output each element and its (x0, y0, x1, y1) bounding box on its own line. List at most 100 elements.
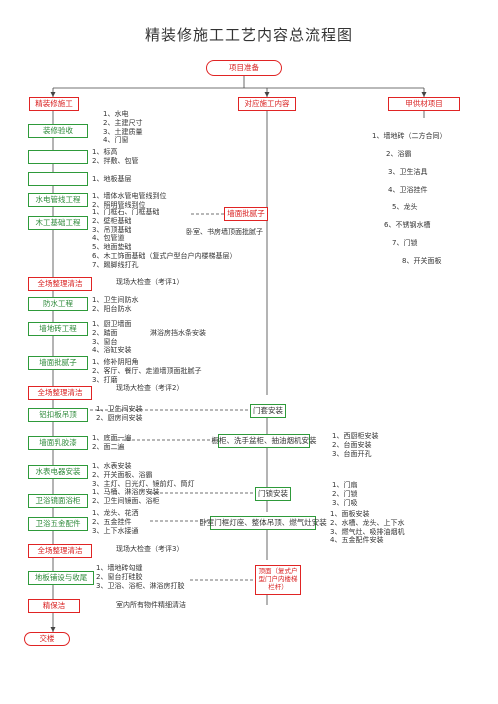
supply-item: 2、浴霸 (386, 149, 412, 158)
supply-item: 3、卫生洁具 (388, 167, 428, 176)
note: 1、马桶、淋浴房安装 (92, 488, 160, 497)
note: 2、开关面板、浴霸 (92, 470, 153, 479)
hardware-notes: 1、龙头、花洒 2、五金挂件 3、上下水接通 (92, 509, 138, 535)
note: 2、水槽、龙头、上下水 (330, 518, 405, 527)
middle-door-frame: 门套安装 (250, 404, 286, 418)
note: 2、踏面 (92, 328, 118, 337)
note: 1、面板安装 (330, 510, 370, 518)
note: 1、修补阴阳角 (92, 358, 139, 366)
step-fine-clean: 精保洁 (28, 599, 80, 613)
door-steps: 1、门扇 2、门锁 3、门吸 (332, 481, 357, 507)
note: 1、西厨柜安装 (332, 432, 379, 440)
note: 2、壁柜基础 (92, 216, 132, 225)
note: 1、标高 (92, 148, 118, 156)
note: 2、客厅、餐厅、走道墙顶面批腻子 (92, 366, 202, 375)
page-title: 精装修施工工艺内容总流程图 (144, 26, 353, 44)
note: 1、墙体水管电管线到位 (92, 192, 167, 200)
note: 2、面二遍 (92, 442, 125, 451)
step-ceiling: 铝扣板吊顶 (28, 408, 88, 422)
step-hardware: 卫浴五金配件 (28, 517, 88, 531)
supply-item: 8、开关面板 (402, 256, 442, 265)
waterproof-notes: 1、卫生间防水 2、阳台防水 (92, 296, 138, 314)
note: 3、主灯、日光灯、镜前灯、筒灯 (92, 479, 195, 488)
supply-item: 5、龙头 (392, 203, 418, 212)
note: 1、龙头、花洒 (92, 509, 139, 517)
note: 3、门吸 (332, 498, 358, 507)
note: 1、门框石、门框基础 (92, 208, 160, 216)
note: 2、阳台防水 (92, 304, 132, 313)
note: 7、踢脚线打孔 (92, 260, 139, 269)
note: 2、照明管线到位 (92, 200, 146, 209)
paint-notes: 1、底面一遍 2、面二遍 (92, 434, 131, 452)
note: 1、墙地砖勾缝 (96, 564, 143, 572)
note: 1、水电 (103, 110, 129, 118)
note: 1、卫生间安装 (96, 405, 143, 413)
inspection-1: 现场大检查（考评1） (116, 278, 184, 286)
branch-header-owner-supply: 甲供材项目 (388, 97, 460, 111)
supply-item: 6、不锈钢水槽 (384, 221, 431, 230)
note: 4、包管道 (92, 234, 125, 243)
step-3-notes: 1、地板基层 (92, 175, 131, 184)
note: 3、台面开孔 (332, 449, 372, 458)
note: 4、门窗 (103, 136, 129, 145)
note: 2、主建尺寸 (103, 118, 143, 127)
note: 6、木工饰面基础（复式户型台户内楼梯基层） (92, 251, 237, 260)
note: 3、燃气灶、吸排油烟机 (330, 527, 405, 536)
note: 3、卫浴、浴柜、淋浴房打胶 (96, 581, 185, 590)
ceiling-notes: 1、卫生间安装 2、厨房间安装 (96, 405, 142, 423)
note: 3、土建质量 (103, 127, 143, 136)
inspection-2: 现场大检查（考评2） (116, 384, 184, 392)
note: 2、门锁 (332, 489, 358, 498)
branch-header-construction: 精装修施工 (29, 97, 79, 111)
branch-header-content: 对应施工内容 (238, 97, 296, 111)
fixtures-notes: 1、水表安装 2、开关面板、浴霸 3、主灯、日光灯、镜前灯、筒灯 1、马桶、淋浴… (92, 462, 194, 506)
putty-notes: 1、修补阴阳角 2、客厅、餐厅、走道墙顶面批腻子 3、打磨 (92, 358, 201, 384)
middle-putty: 墙面批腻子 (224, 207, 268, 221)
step-fixtures: 水表电器安装 (28, 465, 88, 479)
cabinet-steps: 1、西厨柜安装 2、台面安装 3、台面开孔 (332, 432, 378, 458)
note: 2、窗台打硅胶 (96, 572, 143, 581)
middle-door-lock: 门锁安装 (255, 487, 291, 501)
plumbing-notes: 1、墙体水管电管线到位 2、照明管线到位 (92, 192, 166, 210)
step-clean-2: 全场整理清洁 (28, 386, 92, 400)
note: 1、门扇 (332, 481, 358, 489)
note: 1、地板基层 (92, 175, 132, 183)
owner-supply-list: 1、墙地砖（二方合同） 2、浴霸 3、卫生洁具 4、卫浴挂件 5、龙头 6、不锈… (372, 128, 446, 271)
note: 4、五金配件安装 (330, 536, 384, 545)
step-2 (28, 150, 88, 164)
note: 1、卫生间防水 (92, 296, 139, 304)
step-carpentry: 木工基础工程 (28, 216, 88, 230)
note: 2、拌敷、包管 (92, 156, 139, 165)
step-floor: 地板铺设与收尾 (28, 571, 94, 585)
note: 3、打磨 (92, 375, 118, 384)
note: 4、浴缸安装 (92, 346, 132, 355)
note: 3、吊顶基础 (92, 225, 132, 234)
supply-item: 4、卫浴挂件 (388, 185, 428, 194)
note: 1、底面一遍 (92, 434, 132, 442)
note: 2、台面安装 (332, 440, 372, 449)
end-node-handover: 交楼 (24, 632, 70, 646)
acceptance-notes: 1、水电 2、主建尺寸 3、土建质量 4、门窗 (103, 110, 142, 145)
fine-clean-note: 室内所有物件精细清洁 (116, 601, 186, 609)
note: 1、厨卫墙面 (92, 320, 132, 328)
shower-strip-note: 淋浴房挡水条安装 (150, 329, 206, 337)
note: 5、地面垫础 (92, 243, 132, 251)
supply-item: 1、墙地砖（二方合同） (372, 132, 447, 140)
middle-stair-railing: 顶面（复式户型门户内楼梯栏杆） (255, 565, 301, 595)
step-tiling: 墙地砖工程 (28, 322, 88, 336)
note: 2、厨房间安装 (96, 413, 143, 422)
step-3 (28, 172, 88, 186)
inspection-3: 现场大检查（考评3） (116, 545, 184, 553)
step-waterproof: 防水工程 (28, 297, 88, 311)
note: 1、水表安装 (92, 462, 132, 470)
note: 3、窗台 (92, 337, 118, 346)
middle-cabinet: 橱柜、洗手盆柜、抽油烟机安装 (212, 434, 317, 448)
note: 3、上下水接通 (92, 526, 139, 535)
step-putty: 墙面批腻子 (28, 356, 88, 370)
tiling-notes: 1、厨卫墙面 2、踏面 3、窗台 4、浴缸安装 (92, 320, 131, 355)
step-paint: 墙面乳胶漆 (28, 436, 88, 450)
start-node: 项目准备 (206, 60, 282, 76)
step-acceptance: 装修验收 (28, 124, 88, 138)
carpentry-notes: 1、门框石、门框基础 2、壁柜基础 3、吊顶基础 4、包管道 5、地面垫础 6、… (92, 208, 236, 269)
